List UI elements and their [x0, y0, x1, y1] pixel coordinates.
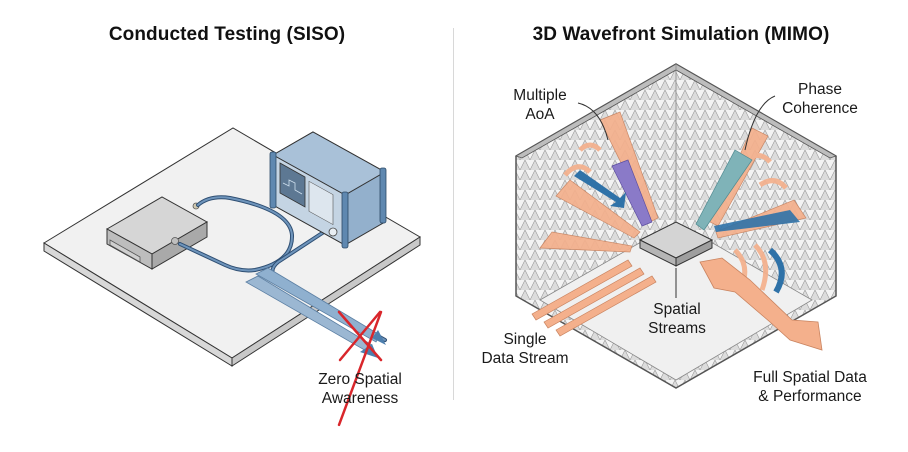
purple-aoa-arrow — [611, 159, 653, 227]
callout-line-1: Full Spatial Data — [753, 369, 867, 386]
callout-line-2: Coherence — [782, 100, 858, 117]
left-panel-title: Conducted Testing (SISO) — [108, 24, 346, 45]
callout-line-1: Zero Spatial — [318, 371, 402, 388]
full-spatial-label: Full Spatial Data & Performance — [740, 368, 880, 406]
callout-line-1: Multiple — [513, 87, 567, 104]
teal-phase-arrow — [695, 149, 753, 231]
callout-line-2: AoA — [525, 106, 555, 123]
callout-line-2: Streams — [648, 320, 706, 337]
callout-line-2: Data Stream — [481, 350, 569, 367]
single-data-stream-label: Single Data Stream — [470, 330, 580, 368]
blue-aoa-arrow — [574, 170, 626, 208]
callout-line-2: Awareness — [321, 390, 399, 407]
panel-divider — [453, 28, 454, 400]
zero-spatial-awareness-label: Zero Spatial Awareness — [300, 370, 420, 408]
phase-coherence-label: Phase Coherence — [770, 80, 870, 118]
red-x-icon — [337, 310, 383, 427]
orange-wavefronts — [539, 111, 807, 291]
conducted-testing-illustration — [43, 127, 421, 427]
right-panel-title: 3D Wavefront Simulation (MIMO) — [532, 24, 830, 45]
callout-line-1: Spatial — [653, 301, 701, 318]
callout-line-1: Single — [503, 331, 547, 348]
callout-line-2: & Performance — [758, 388, 862, 405]
blue-beam-arrow — [714, 210, 800, 232]
signal-analyzer — [269, 131, 387, 249]
multiple-aoa-label: Multiple AoA — [500, 86, 580, 124]
callout-line-1: Phase — [798, 81, 842, 98]
spatial-streams-label: Spatial Streams — [632, 300, 722, 338]
blue-curved-arrow — [767, 247, 785, 294]
multiple-aoa-leader — [577, 102, 609, 141]
mimo-dut — [638, 221, 714, 267]
